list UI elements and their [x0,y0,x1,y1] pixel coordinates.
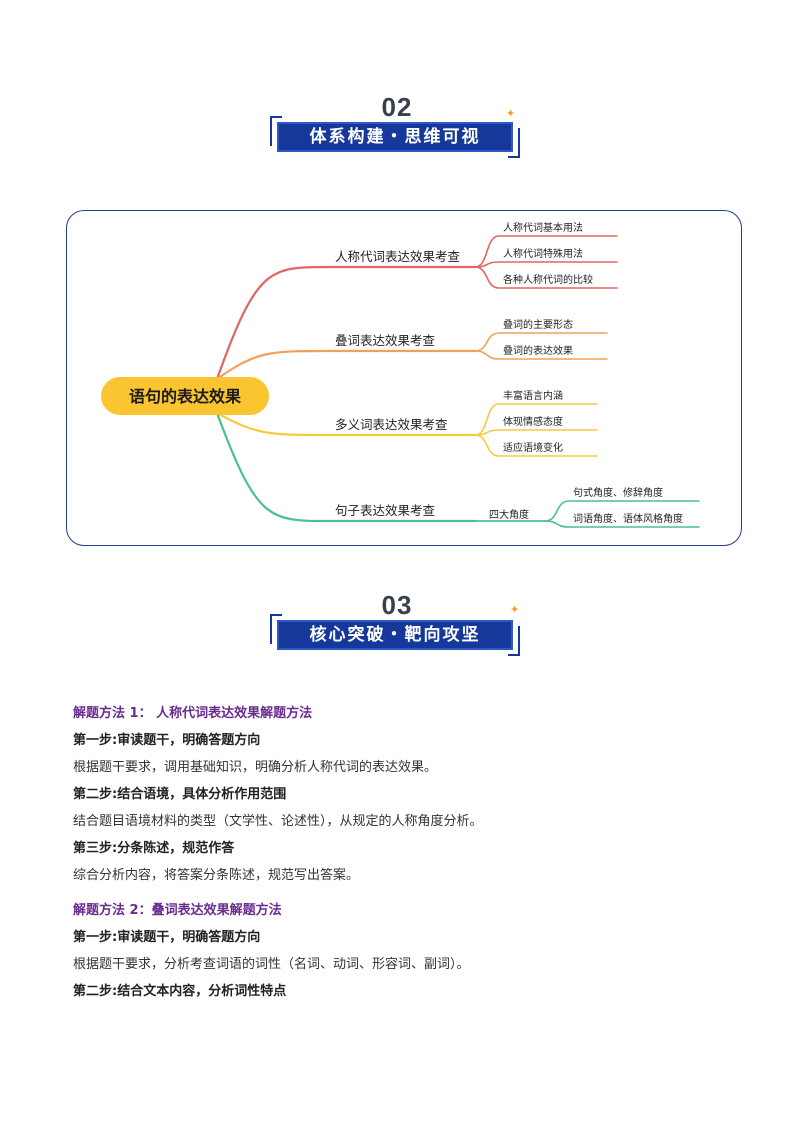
sparkle-icon: ✦ [506,107,516,120]
mindmap-branch-label: 多义词表达效果考查 [335,417,448,432]
method-title: 解题方法 2：叠词表达效果解题方法 [73,903,282,918]
mindmap-root-label: 语句的表达效果 [129,387,241,406]
step-heading: 第三步:分条陈述，规范作答 [73,841,235,856]
mindmap-leaf-line [544,520,700,528]
bracket-left-decoration [270,614,282,644]
mindmap-leaf-line [544,500,700,522]
mindmap-leaf-line [474,434,598,457]
bracket-right-decoration [508,626,520,656]
section-03-header: 03 核心突破・靶向攻坚 ✦ [0,586,794,666]
mindmap-branch-line [215,411,477,523]
method-block: 解题方法 2：叠词表达效果解题方法 第一步:审读题干，明确答题方向 根据题干要求… [73,897,733,1005]
bracket-right-decoration [508,128,520,158]
step-text: 根据题干要求，分析考查词语的词性（名词、动词、形容词、副词）。 [73,957,470,972]
mindmap-leaf-label: 叠词的主要形态 [503,318,573,331]
mindmap-branch-label: 叠词表达效果考查 [335,333,436,348]
mindmap-leaf-label: 词语角度、语体风格角度 [573,512,683,525]
mindmap-leaf-line [474,332,608,352]
mindmap-leaf-label: 丰富语言内涵 [503,389,563,402]
mindmap-branch-label: 人称代词表达效果考查 [335,249,461,264]
step-text: 结合题目语境材料的类型（文学性、论述性），从规定的人称角度分析。 [73,814,483,829]
mindmap-leaf-line [474,261,618,268]
mindmap-panel: 语句的表达效果 人称代词表达效果考查 人称代词基本用法人称代词特殊用法各种人称代词… [66,210,742,546]
mindmap-leaf-label: 叠词的表达效果 [503,344,573,357]
section-02-title: 体系构建・思维可视 [277,122,513,152]
step-heading: 第二步:结合语境，具体分析作用范围 [73,787,287,802]
mindmap-leaf-label: 各种人称代词的比较 [503,273,593,286]
mindmap-leaf-line [474,403,598,436]
bracket-left-decoration [270,116,282,146]
mindmap-leaf-label: 句式角度、修辞角度 [573,486,663,499]
mindmap-sub-label: 四大角度 [489,508,529,521]
mindmap-branch-line [215,349,477,381]
step-text: 综合分析内容，将答案分条陈述，规范写出答案。 [73,868,360,883]
mindmap-leaf-line [474,266,618,289]
step-heading: 第二步:结合文本内容，分析词性特点 [73,984,287,999]
mindmap-branch-line [215,265,477,381]
section-03-number: 03 [381,590,413,620]
mindmap-leaf-line [474,350,608,360]
mindmap-diagram: 语句的表达效果 人称代词表达效果考查 人称代词基本用法人称代词特殊用法各种人称代词… [101,221,700,528]
step-heading: 第一步:审读题干，明确答题方向 [73,930,261,945]
method-title: 解题方法 1： 人称代词表达效果解题方法 [73,706,313,721]
section-02-number: 02 [381,92,413,122]
mindmap-branch-label: 句子表达效果考查 [335,503,436,518]
mindmap-root-node [101,377,269,415]
mindmap-leaf-line [474,235,618,268]
mindmap-branch-line [215,411,477,437]
mindmap-leaf-label: 人称代词基本用法 [503,221,583,234]
methods-content: 解题方法 1： 人称代词表达效果解题方法 第一步:审读题干，明确答题方向 根据题… [73,700,733,1005]
step-heading: 第一步:审读题干，明确答题方向 [73,733,261,748]
mindmap-leaf-label: 适应语境变化 [503,441,563,454]
step-text: 根据题干要求，调用基础知识，明确分析人称代词的表达效果。 [73,760,438,775]
mindmap-leaf-label: 人称代词特殊用法 [503,247,583,260]
mindmap-leaf-label: 体现情感态度 [503,415,563,428]
method-block: 解题方法 1： 人称代词表达效果解题方法 第一步:审读题干，明确答题方向 根据题… [73,700,733,889]
section-02-header: 02 体系构建・思维可视 ✦ [0,88,794,168]
section-03-title: 核心突破・靶向攻坚 [277,620,513,650]
mindmap-leaf-line [474,429,598,436]
sparkle-icon: ✦ [510,603,520,616]
